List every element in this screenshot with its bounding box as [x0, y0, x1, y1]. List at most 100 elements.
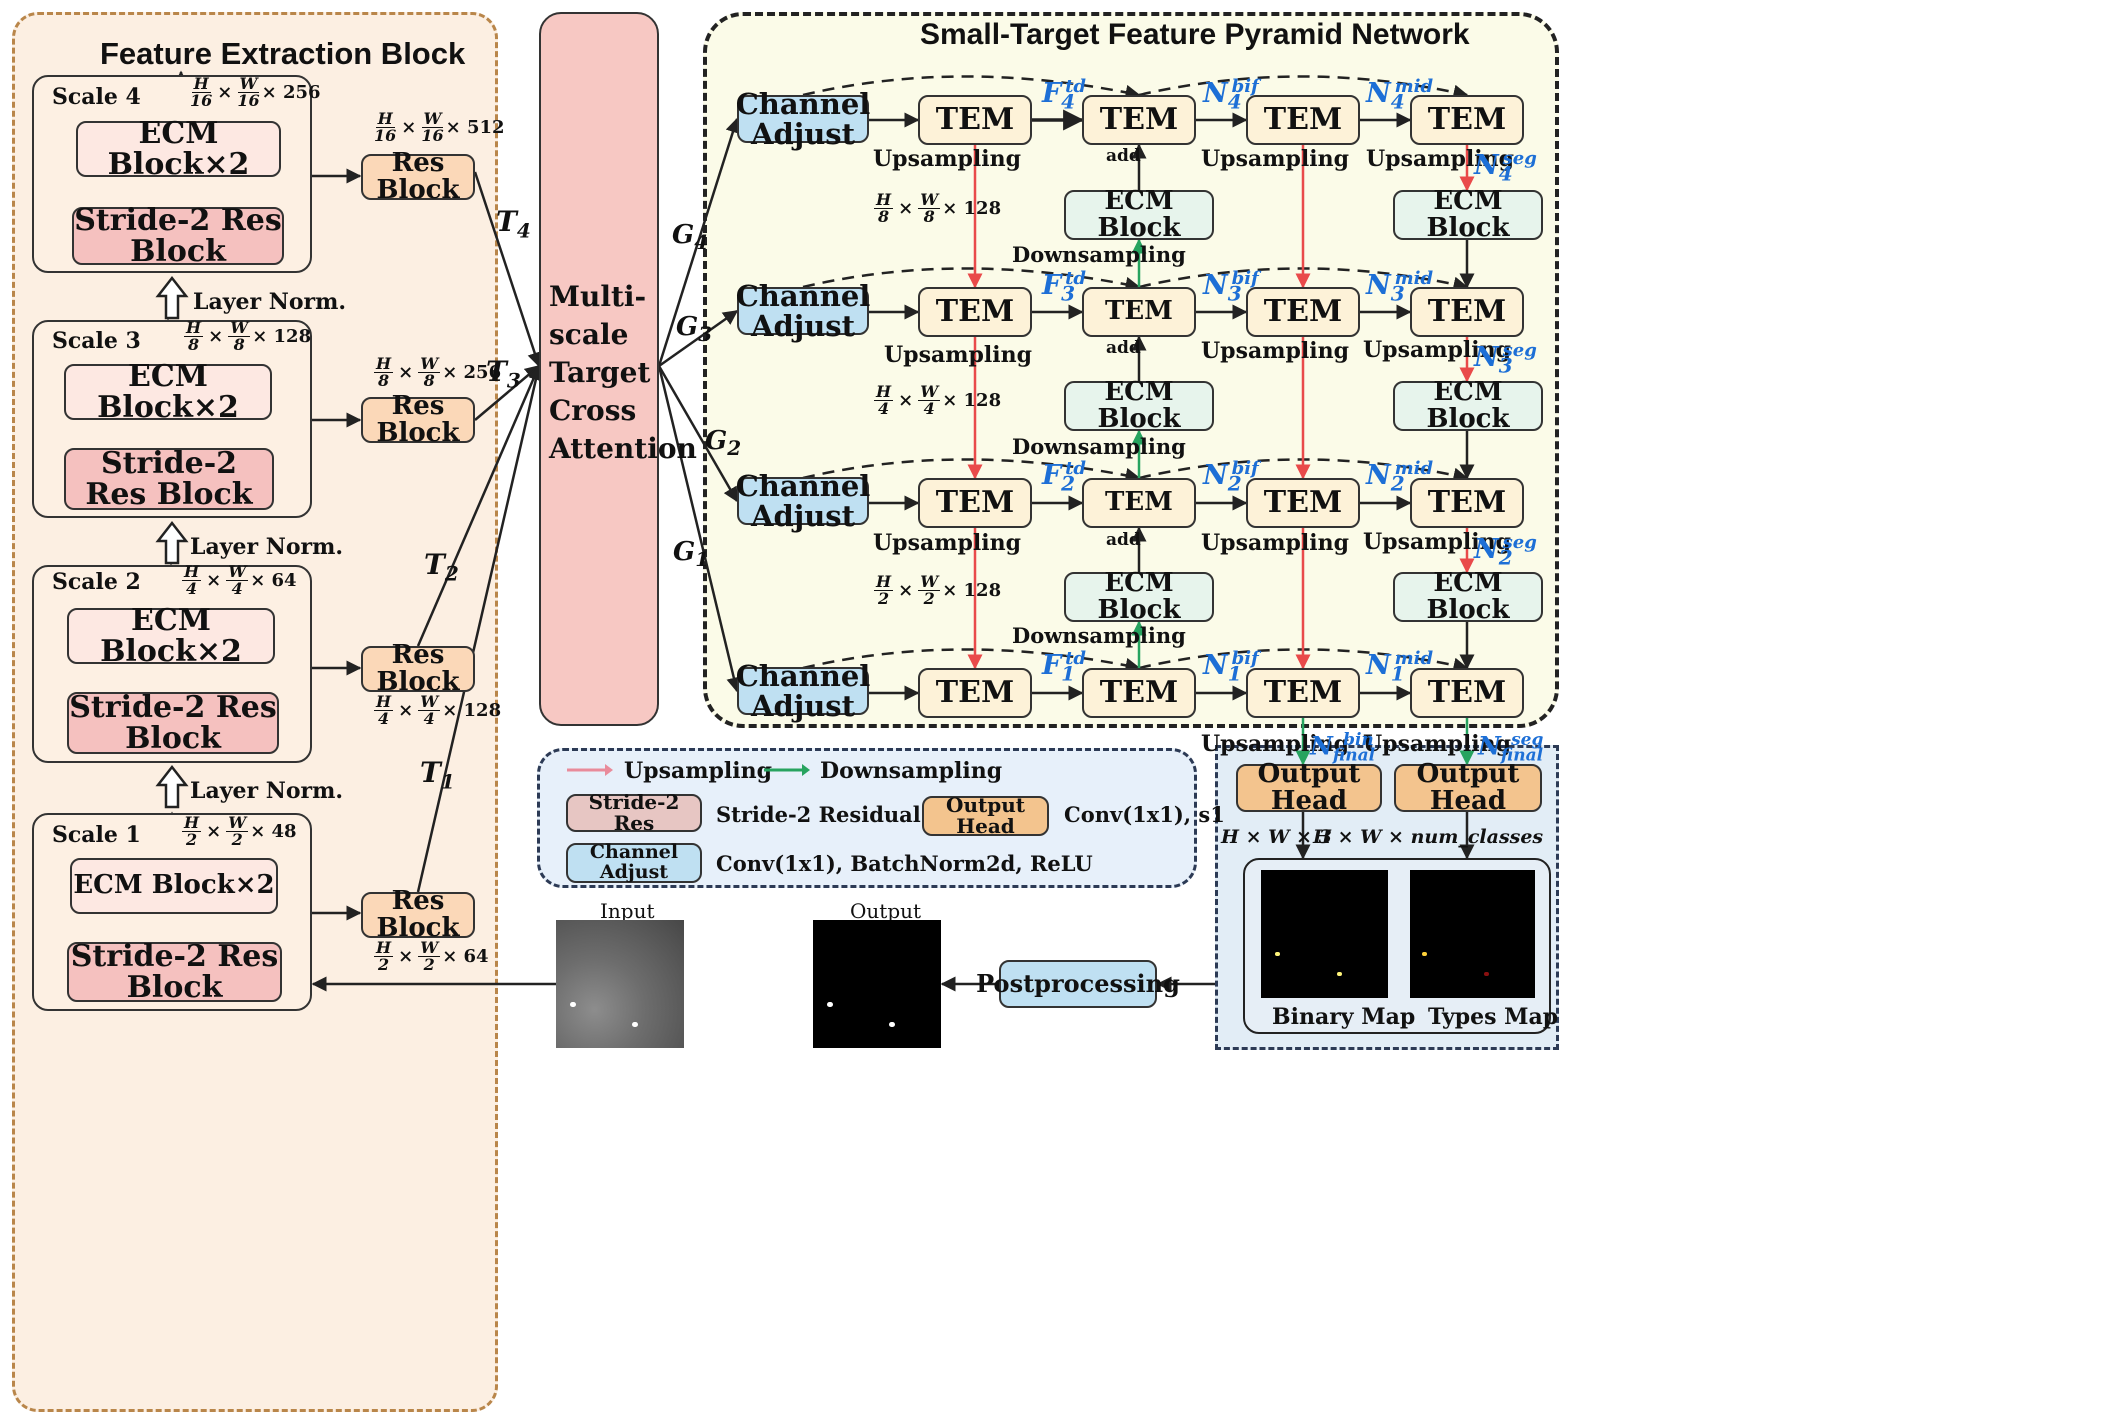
types-map-label: Types Map	[1428, 1004, 1559, 1030]
output-target-1	[827, 1002, 833, 1007]
n1-bif-label: N1bif	[1203, 648, 1259, 686]
res-block-3: Res Block	[361, 392, 475, 447]
tem-r4-c3: TEM	[1246, 95, 1360, 145]
legend-downsampling-label: Downsampling	[820, 758, 1003, 784]
n3-seg-label: N3seg	[1474, 340, 1537, 378]
layer-norm-label-2: Layer Norm.	[190, 534, 344, 560]
output-head-segmentation: Output Head	[1394, 760, 1542, 815]
g4-label: G4	[672, 220, 709, 255]
scale-2-stride-res-block: Stride-2 Res Block	[67, 691, 279, 754]
scale-3-ecm-block-x2: ECM Block×2	[64, 360, 272, 423]
upsampling-label-r4-c1: Upsampling	[873, 146, 1021, 172]
tem-r2-c2: TEM	[1082, 478, 1196, 528]
tem-r1-c2: TEM	[1082, 668, 1196, 718]
attention-to-ca-arrow-0	[657, 117, 741, 367]
token-t2-label: T2	[424, 548, 459, 586]
token-t1-label: T1	[420, 756, 455, 794]
scale-1-label: Scale 1	[52, 822, 141, 848]
attention-to-ca-arrow-3	[657, 365, 742, 693]
input-label: Input	[600, 899, 655, 923]
binary-map-dot-1	[1275, 952, 1280, 956]
skip-arc-a-0	[802, 75, 1141, 100]
attention-text: Multi- scale Target Cross Attention	[549, 278, 697, 468]
output-image	[813, 920, 941, 1048]
g1-label: G1	[673, 537, 710, 572]
legend-output-head-swatch: Output Head	[922, 795, 1049, 837]
layer-norm-label-3: Layer Norm.	[190, 778, 344, 804]
ecm-block-mid-r2: ECM Block	[1064, 378, 1214, 433]
res-block-4: Res Block	[361, 149, 475, 204]
legend-upsampling-label: Upsampling	[624, 758, 772, 784]
res-block-2: Res Block	[361, 641, 475, 696]
downsampling-label-r1: Downsampling	[1012, 623, 1186, 648]
input-image	[556, 920, 684, 1048]
scale-2-ecm-block-x2: ECM Block×2	[67, 604, 275, 667]
tem-r3-c2: TEM	[1082, 287, 1196, 337]
legend-stride-res-swatch: Stride-2 Res	[566, 792, 702, 834]
tem-r2-c4: TEM	[1410, 478, 1524, 528]
upsampling-label-r3-c3: Upsampling	[1201, 338, 1349, 364]
scale-3-stride-res-block: Stride-2 Res Block	[64, 447, 274, 510]
upsampling-label-r2-c4: Upsampling	[1363, 529, 1511, 555]
legend-upsampling-arrow	[567, 764, 613, 776]
attention-line-1: Multi-	[549, 280, 647, 313]
tem-r3-c3: TEM	[1246, 287, 1360, 337]
input-target-2	[632, 1022, 638, 1027]
add-label-r2: add	[1106, 530, 1141, 550]
scale-1-ecm-block-x2: ECM Block×2	[70, 858, 278, 914]
attention-line-4: Cross	[549, 394, 637, 427]
output-dim-binary: H × W × 3	[1221, 826, 1332, 848]
upsampling-label-r1-c4: Upsampling	[1363, 731, 1511, 757]
n1-mid-label: N1mid	[1366, 648, 1434, 686]
binary-map-image	[1261, 870, 1388, 998]
ecm-block-mid-r1: ECM Block	[1064, 569, 1214, 624]
attention-line-2: scale	[549, 318, 629, 351]
legend-channel-adjust-desc: Conv(1x1), BatchNorm2d, ReLU	[716, 851, 1093, 876]
skip-arc-a-3	[802, 648, 1141, 673]
types-map-dot-2	[1484, 972, 1489, 976]
n-final-bin-label: Nfinalbin	[1310, 730, 1376, 766]
multi-scale-target-cross-attention	[539, 12, 659, 726]
scale-4-stride-res-block: Stride-2 Res Block	[72, 204, 284, 267]
scale-2-label: Scale 2	[52, 569, 141, 595]
legend-output-head-desc: Conv(1x1), s1	[1064, 802, 1225, 827]
upsampling-label-r2-c1: Upsampling	[873, 530, 1021, 556]
tem-r1-c1: TEM	[918, 668, 1032, 718]
skip-arc-b-0	[1138, 75, 1469, 100]
skip-arc-b-2	[1138, 458, 1469, 483]
res-to-attention-arrow-0	[473, 171, 542, 368]
output-head-binary: Output Head	[1236, 760, 1382, 815]
skip-arc-a-2	[802, 458, 1141, 483]
postprocessing-block: Postprocessing	[976, 960, 1180, 1008]
tem-r2-c3: TEM	[1246, 478, 1360, 528]
upsampling-label-r2-c3: Upsampling	[1201, 530, 1349, 556]
tem-r1-c3: TEM	[1246, 668, 1360, 718]
skip-arc-a-1	[802, 267, 1141, 292]
tem-r3-c1: TEM	[918, 287, 1032, 337]
add-label-r4: add	[1106, 146, 1141, 166]
tem-r1-c4: TEM	[1410, 668, 1524, 718]
g3-label: G3	[676, 312, 713, 347]
ecm-block-mid-r3: ECM Block	[1064, 187, 1214, 242]
scale-3-label: Scale 3	[52, 328, 141, 354]
n4-bif-label: N4bif	[1203, 76, 1259, 114]
n2-seg-label: N2seg	[1474, 532, 1537, 570]
token-t4-label: T4	[496, 205, 531, 243]
res-block-1: Res Block	[361, 887, 475, 942]
types-map-dot-1	[1422, 952, 1427, 956]
skip-arc-b-3	[1138, 648, 1469, 673]
